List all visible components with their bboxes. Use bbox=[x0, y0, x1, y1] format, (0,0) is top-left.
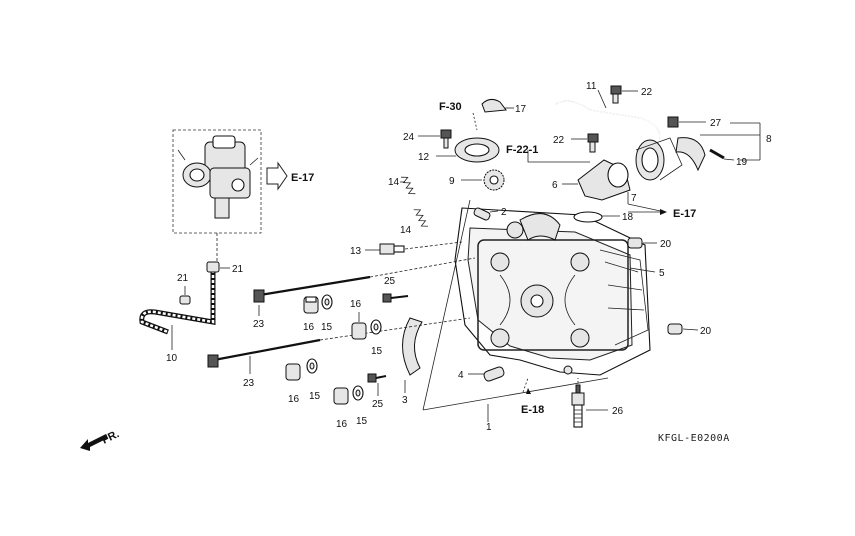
part-15-washer-d bbox=[352, 385, 364, 401]
part-15-washer-c bbox=[306, 358, 318, 374]
callout-14-lower: 14 bbox=[400, 225, 412, 236]
part-10-hose bbox=[139, 270, 216, 350]
callout-16-c: 16 bbox=[288, 394, 300, 405]
part-20-dowel-bottom bbox=[667, 323, 699, 335]
callout-15-a: 15 bbox=[321, 322, 333, 333]
ref-e18: E-18 bbox=[521, 404, 544, 416]
ref-f22-1: F-22-1 bbox=[506, 144, 538, 156]
part-16-nut-b bbox=[351, 312, 367, 340]
part-15-washer-b bbox=[370, 319, 382, 335]
part-24-bolt bbox=[418, 129, 452, 149]
ref-e17-top: E-17 bbox=[291, 172, 314, 184]
callout-13: 13 bbox=[350, 246, 362, 257]
part-8-clamp bbox=[675, 122, 761, 172]
callout-21-right: 21 bbox=[232, 264, 244, 275]
cylinder-head bbox=[454, 207, 651, 376]
part-22-bolt-lower bbox=[571, 133, 599, 153]
callout-15-c: 15 bbox=[309, 391, 321, 402]
callout-25-lower: 25 bbox=[372, 399, 384, 410]
callout-14-upper: 14 bbox=[388, 177, 400, 188]
callout-17: 17 bbox=[515, 104, 527, 115]
callout-2: 2 bbox=[501, 207, 507, 218]
part-23-stud-upper bbox=[253, 257, 476, 316]
callout-23-lower: 23 bbox=[243, 378, 255, 389]
callout-6: 6 bbox=[552, 180, 558, 191]
part-25-bolt-lower bbox=[367, 373, 387, 396]
part-3-chain-guide bbox=[402, 317, 423, 393]
callout-20-lower: 20 bbox=[700, 326, 712, 337]
part-13-fitting bbox=[365, 241, 463, 255]
callout-27: 27 bbox=[710, 118, 722, 129]
part-21-clamp-upper bbox=[206, 261, 230, 273]
callout-12: 12 bbox=[418, 152, 430, 163]
callout-15-b: 15 bbox=[371, 346, 383, 357]
callout-1: 1 bbox=[486, 422, 492, 433]
part-2-dowel bbox=[473, 207, 499, 221]
callout-9: 9 bbox=[449, 176, 455, 187]
diagram-code: KFGL-E0200A bbox=[658, 433, 730, 444]
callout-22-upper: 22 bbox=[641, 87, 653, 98]
ref-f30: F-30 bbox=[439, 101, 462, 113]
part-11-tube bbox=[555, 89, 661, 141]
carburetor-icon bbox=[177, 135, 259, 219]
callout-10: 10 bbox=[166, 353, 178, 364]
part-18-o-ring bbox=[573, 211, 620, 223]
callout-4: 4 bbox=[458, 370, 464, 381]
part-27-nut bbox=[667, 116, 706, 128]
part-21-clamp-lower bbox=[179, 286, 191, 305]
part-6-intake-pipe bbox=[562, 159, 631, 201]
part-7-insulator bbox=[627, 137, 683, 213]
callout-20-upper: 20 bbox=[660, 239, 672, 250]
callout-19: 19 bbox=[736, 157, 748, 168]
callout-26: 26 bbox=[612, 406, 624, 417]
callout-5: 5 bbox=[659, 268, 665, 279]
callout-22-lower: 22 bbox=[553, 135, 565, 146]
ref-e17-right: E-17 bbox=[673, 208, 696, 220]
front-direction-arrow-icon: FR. bbox=[80, 428, 121, 451]
carburetor-reference-box: E-17 bbox=[172, 129, 314, 262]
part-4-dowel-pin bbox=[468, 366, 505, 382]
callout-8: 8 bbox=[766, 134, 772, 145]
front-label: FR. bbox=[100, 428, 121, 447]
callout-3: 3 bbox=[402, 395, 408, 406]
callout-11: 11 bbox=[586, 81, 597, 92]
part-14-spring-upper bbox=[400, 176, 416, 195]
part-20-dowel-top bbox=[627, 237, 657, 249]
part-16-nut-c bbox=[285, 363, 301, 381]
callout-15-d: 15 bbox=[356, 416, 368, 427]
callout-23-upper: 23 bbox=[253, 319, 265, 330]
part-14-spring-lower bbox=[413, 209, 429, 227]
callout-16-b: 16 bbox=[350, 299, 362, 310]
callout-7: 7 bbox=[631, 193, 637, 204]
part-23-stud-lower bbox=[207, 317, 471, 374]
part-19-screw bbox=[709, 148, 735, 161]
part-9-gear bbox=[461, 169, 505, 191]
callout-24: 24 bbox=[403, 132, 415, 143]
part-16-nut-d bbox=[333, 387, 349, 405]
part-17-clip bbox=[481, 98, 514, 113]
part-12-cover bbox=[436, 137, 500, 163]
callout-16-a: 16 bbox=[303, 322, 315, 333]
callout-18: 18 bbox=[622, 212, 634, 223]
callout-16-d: 16 bbox=[336, 419, 348, 430]
part-26-spark-plug bbox=[571, 384, 608, 428]
part-15-washer-a bbox=[321, 294, 333, 310]
part-25-bolt-upper bbox=[382, 293, 409, 303]
callout-21-left: 21 bbox=[177, 273, 189, 284]
part-22-bolt-upper bbox=[610, 85, 638, 104]
callout-25-upper: 25 bbox=[384, 276, 396, 287]
part-16-nut-a bbox=[303, 296, 319, 314]
